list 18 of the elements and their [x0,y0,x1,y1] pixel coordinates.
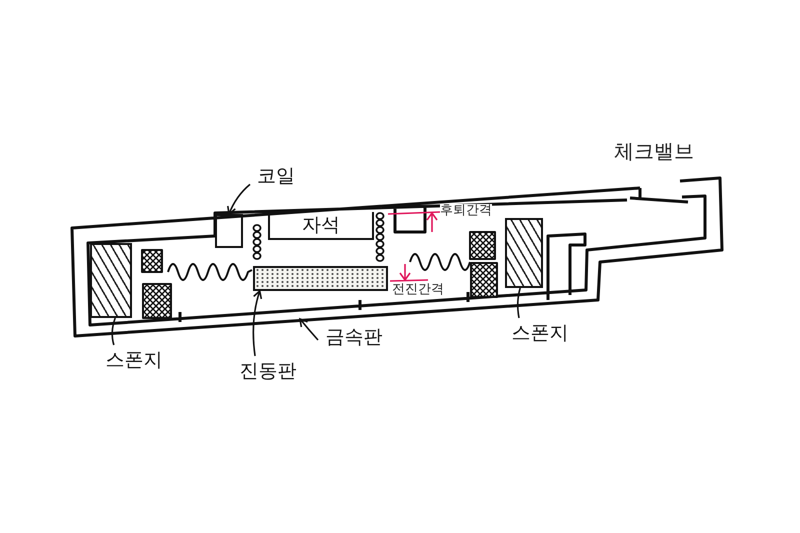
diaphragm-label: 진동판 [240,359,296,384]
leader-line [252,290,262,356]
leader-line [299,318,319,341]
sponge-label: 스폰지 [106,348,162,373]
sponge-block [90,243,132,318]
sponge-block [505,218,543,288]
magnet-box [268,212,374,240]
gap-label: 전진간격 [392,283,444,298]
coil-label: 코일 [257,164,295,189]
leader-line [516,288,521,318]
check-valve-label: 체크밸브 [614,140,694,162]
diaphragm-plate [253,266,388,291]
leader-line [111,318,116,346]
gap-label: 후퇴간격 [440,204,492,218]
metal-plate-label: 금속판 [326,325,382,350]
magnet-label: 자석 [302,213,340,238]
sponge-label: 스폰지 [512,321,568,346]
coil-block [215,214,243,248]
